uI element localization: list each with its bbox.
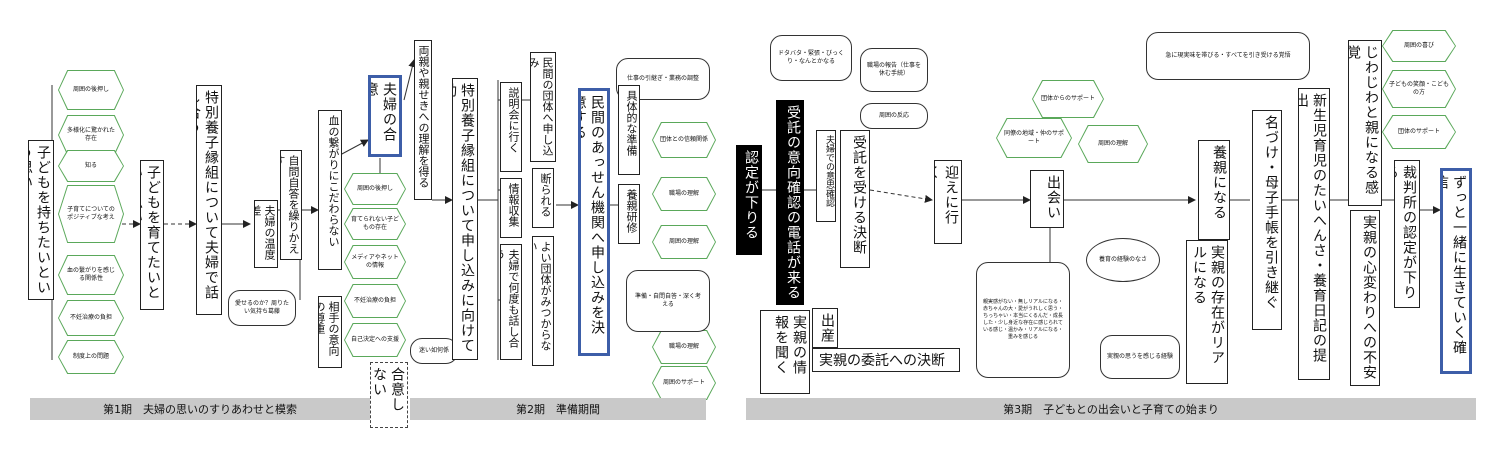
step-box-label: 実親の委託への決断: [819, 353, 945, 369]
factor-hexagon: 周囲の後押し: [58, 70, 124, 110]
step-box: 断られる: [532, 168, 554, 228]
step-box: 情報収集: [500, 178, 522, 238]
step-box: 出産: [812, 308, 838, 348]
factor-hexagon: 自己決定への支援: [344, 323, 406, 357]
step-box: 子どもを育てたいという思い: [140, 160, 164, 310]
step-box: 具体的な準備: [618, 85, 640, 175]
factor-hexagon: 周囲の理解: [1078, 125, 1148, 163]
callout: 親実感がない・無しリアルになる・赤ちゃんの大・愛がうれしく思う・ちっちゃい・本当…: [976, 262, 1070, 378]
factor-hexagon: 周囲の喜び: [1382, 30, 1456, 62]
step-box: 実親の委託への決断: [812, 348, 960, 372]
step-box: 新生児育児のたいへんさ・養育日記の提出: [1298, 88, 1330, 380]
step-box: じわじわと親になる感覚: [1348, 40, 1382, 206]
phase-bar-1: 第1期 夫婦の思いのすりあわせと模索: [30, 398, 370, 420]
factor-hexagon: 職場の理解: [652, 330, 716, 364]
oval-note: 養育の経験のなさ: [1086, 238, 1160, 282]
factor-hexagon: 知る: [58, 150, 124, 182]
key-step-box: 民間のあっせん機関へ申し込みを決意する: [578, 88, 610, 356]
step-box: 特別養子縁組について夫婦で話し合う: [196, 85, 222, 315]
step-box: 裁判所の認定が下りる: [1394, 160, 1420, 308]
step-box: 合意しない: [370, 362, 408, 428]
step-box: 養親になる: [1198, 140, 1230, 240]
step-box: 子どもを持ちたいという思い: [28, 140, 54, 300]
step-box: 夫婦での意思確認: [816, 130, 836, 222]
factor-hexagon: 子どもの笑顔・こどもの方: [1382, 70, 1456, 108]
callout: 迷い如何係: [410, 338, 458, 364]
callout: 職場の報告（仕事を休む手続）: [860, 48, 928, 92]
factor-hexagon: 団体のサポート: [1382, 115, 1456, 149]
step-box: 説明会に行く: [500, 82, 522, 172]
step-box: 実親の存在がリアルになる: [1186, 240, 1228, 384]
step-box: よい団体がみつからない: [532, 236, 554, 366]
step-box: 夫婦の温度差: [254, 200, 278, 268]
step-box: 迎えに行く: [934, 160, 962, 244]
factor-hexagon: 団体との信頼関係: [652, 122, 716, 158]
factor-hexagon: 血の繋がりを感じる関係性: [58, 255, 124, 295]
step-box: 実親の心変わりへの不安: [1350, 210, 1380, 386]
key-step-box: ずっと一緒に生きていく確信: [1440, 168, 1472, 374]
factor-hexagon: 周囲の理解: [652, 225, 716, 259]
black-step-box: 受託の意向確認の電話が来る: [776, 100, 804, 305]
factor-hexagon: 不妊治療の負担: [58, 300, 124, 336]
callout: 準備・自問自答・深く考える: [626, 270, 710, 332]
factor-hexagon: 周囲のサポート: [652, 366, 716, 400]
step-box: 特別養子縁組について申し込みに向けて動く: [452, 78, 478, 360]
callout: 急に現実味を帯びる・すべてを引き受ける覚悟: [1146, 32, 1310, 80]
callout: 愛せるのか？周りたい気持ち葛藤: [228, 290, 296, 326]
factor-hexagon: 育てられない子どもの存在: [344, 208, 406, 240]
factor-hexagon: メディアやネットの情報: [344, 245, 406, 279]
arrow-b8-b10: [403, 59, 417, 101]
factor-hexagon: 多様化に驚かれた存在: [58, 115, 124, 155]
step-box: 自問自答を繰りかえす: [280, 150, 302, 260]
arrow-b6-b8: [339, 139, 369, 156]
callout: 実親の思うを感じる経験: [1100, 335, 1180, 379]
step-box: 受託を受ける決断: [840, 130, 870, 268]
callout: 周囲の反応: [860, 103, 928, 129]
factor-hexagon: 職場の理解: [652, 177, 716, 211]
factor-hexagon: 子育てについてのポジティブな考え: [58, 185, 124, 243]
factor-hexagon: 団体からのサポート: [1032, 80, 1104, 118]
phase-bar-3: 第3期 子どもとの出会いと子育ての始まり: [746, 398, 1476, 420]
step-box: 血の繋がりにこだわらない: [318, 110, 342, 270]
step-box: 実親の情報を聞く: [760, 310, 810, 394]
key-step-box: 夫婦の合意: [368, 75, 402, 157]
step-box: 夫婦で何度も話し合う: [500, 244, 522, 360]
step-box: 両親や親せきへの理解を得る: [414, 40, 432, 200]
phase-bar-2: 第2期 準備期間: [410, 398, 706, 420]
black-step-box: 認定が下りる: [736, 145, 762, 255]
step-box: 民間の団体へ申し込み: [530, 52, 556, 162]
factor-hexagon: 制度上の問題: [58, 340, 124, 374]
factor-hexagon: 周囲の後押し: [344, 173, 406, 205]
step-box: 出会い: [1030, 170, 1064, 228]
factor-hexagon: 同僚の地域・仲のサポート: [996, 118, 1072, 158]
step-box: 名づけ・母子手帳を引き継ぐ: [1252, 110, 1282, 330]
step-box: 相手の意向の尊重: [318, 296, 342, 368]
step-box: 養親研修: [618, 184, 640, 244]
arrow-b25-b28: [869, 189, 933, 203]
factor-hexagon: 不妊治療の負担: [344, 284, 406, 318]
callout: ドタバタ・緊張・びっくり・なんとかなる: [770, 35, 852, 81]
